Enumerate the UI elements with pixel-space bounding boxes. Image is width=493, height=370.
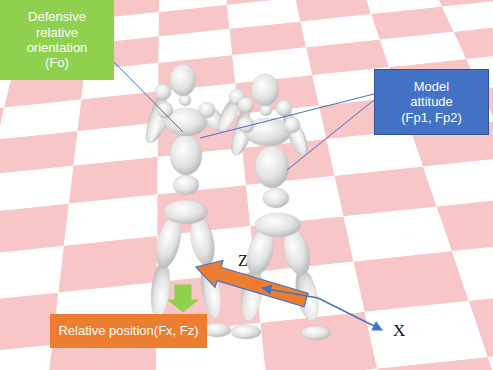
leader-line [200,94,374,138]
callout-text: Model attitude (Fp1, Fp2) [395,79,468,125]
body-segment [173,175,199,195]
callout-box: Model attitude (Fp1, Fp2) [374,69,489,135]
body-segment [199,102,215,118]
humanoid-models [141,64,331,340]
body-segment [228,105,253,156]
floor-tile [431,0,493,7]
body-segment [231,325,261,339]
body-segment [263,188,289,208]
body-segment [301,326,331,340]
body-segment [170,135,202,175]
orientation-arrow [168,285,198,312]
body-segment [276,100,292,116]
body-segment [155,84,171,100]
x-axis [318,298,382,330]
callout-box: Defensive relative orientation (Fo) [0,0,114,80]
body-segment [238,97,254,113]
floor-tile [295,0,371,22]
body-segment [284,117,300,133]
floor-tile [0,204,73,256]
callout-box: Relative position(Fx, Fz) [50,314,207,348]
floor-tile [225,0,295,5]
body-segment [170,64,196,96]
floor-tile [227,0,300,29]
body-segment [251,74,279,106]
callout-text: Defensive relative orientation (Fo) [19,9,95,70]
floor-tile [157,0,227,12]
axis-label: Z [238,252,248,270]
floor-tile [363,0,442,15]
leader-lines [112,60,374,170]
body-segment [255,146,289,188]
body-segment [164,200,208,224]
floor-tile [0,246,69,303]
body-segment [157,102,173,118]
body-segment [255,213,301,237]
callout-text: Relative position(Fx, Fz) [58,323,198,338]
leader-line [287,100,374,170]
body-segment [203,323,231,337]
leader-line [112,60,183,132]
axis-label: X [393,322,405,341]
body-segment [149,261,172,319]
floor-tile [365,299,488,369]
floor-tile [0,166,77,213]
position-arrow [196,261,308,307]
z-axis [262,288,318,298]
